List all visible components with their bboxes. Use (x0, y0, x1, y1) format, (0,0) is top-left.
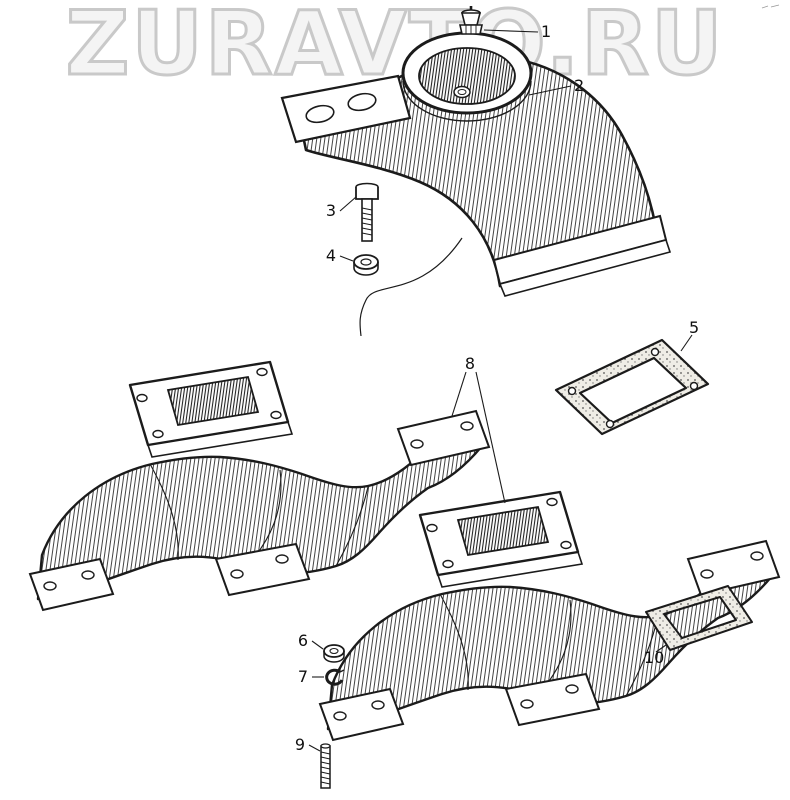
callout-10: 10 (644, 648, 664, 667)
callout-1: 1 (541, 22, 551, 41)
fastener-locator-curve (359, 237, 463, 337)
intake-pipe-left-flange (280, 74, 412, 144)
corner-mark (761, 4, 780, 9)
leader-lines (308, 29, 693, 752)
leader-2 (528, 85, 572, 96)
breather-valve (459, 6, 483, 35)
callout-4: 4 (326, 246, 336, 265)
callout-8: 8 (465, 354, 475, 373)
manifold-right (318, 490, 781, 742)
bolt (355, 182, 379, 242)
filler-opening (401, 31, 533, 122)
leader-3 (339, 196, 357, 212)
callout-9: 9 (295, 735, 305, 754)
leader-8b (475, 371, 506, 504)
leader-10 (655, 644, 667, 653)
callout-7: 7 (298, 667, 308, 686)
manifold-left (28, 360, 491, 612)
callout-6: 6 (298, 631, 308, 650)
gasket-bottom (645, 585, 753, 651)
callout-2: 2 (574, 76, 584, 95)
leader-5 (680, 334, 693, 352)
watermark: ZURAVTO.RU (64, 0, 725, 95)
leader-4 (339, 255, 354, 262)
leader-8a (451, 371, 467, 417)
intake-pipe-assembly (280, 6, 672, 337)
nut-small (323, 644, 345, 663)
callout-5: 5 (689, 318, 699, 337)
lock-washer (325, 668, 345, 686)
stud (320, 743, 331, 789)
callout-3: 3 (326, 201, 336, 220)
leader-1 (483, 29, 539, 33)
callouts: 1 2 3 4 5 6 7 8 9 10 (295, 22, 699, 754)
leader-6 (311, 640, 324, 650)
gasket-top (554, 338, 710, 436)
leader-9 (308, 744, 321, 752)
nut (353, 254, 379, 276)
